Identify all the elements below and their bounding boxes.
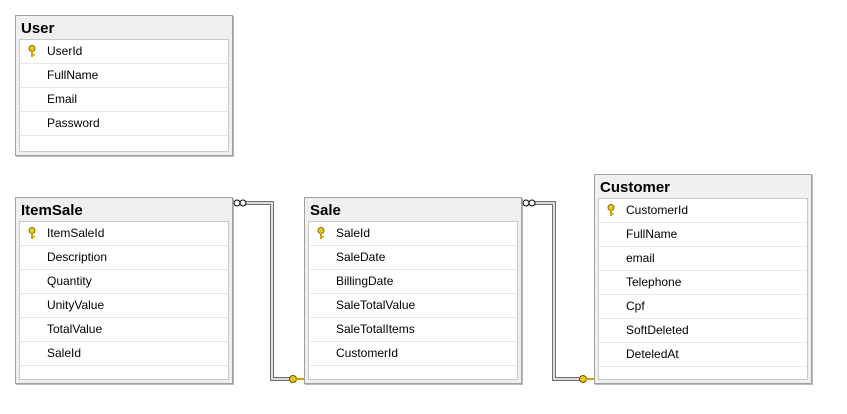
table-columns: UserId FullName Email Password	[19, 39, 229, 152]
table-customer[interactable]: Customer CustomerId FullName email Telep…	[594, 174, 812, 384]
column-row[interactable]: SaleDate	[309, 246, 517, 270]
column-name: Cpf	[626, 299, 645, 313]
relationship-itemsale-sale[interactable]	[233, 199, 304, 383]
column-name: UserId	[47, 44, 83, 58]
column-row[interactable]: SaleTotalValue	[309, 294, 517, 318]
column-name: BillingDate	[336, 274, 394, 288]
column-name: ItemSaleId	[47, 226, 105, 240]
column-row[interactable]: BillingDate	[309, 270, 517, 294]
column-name: email	[626, 251, 655, 265]
column-row[interactable]: ItemSaleId	[20, 222, 228, 246]
column-name: Description	[47, 250, 108, 264]
key-icon	[317, 227, 325, 239]
column-name: Email	[47, 92, 78, 106]
column-name: Telephone	[626, 275, 682, 289]
column-name: FullName	[626, 227, 678, 241]
column-row[interactable]: Password	[20, 112, 228, 136]
key-icon	[28, 227, 36, 239]
column-row[interactable]: FullName	[20, 64, 228, 88]
column-name: CustomerId	[626, 203, 689, 217]
table-user[interactable]: User UserId FullName Email Password	[15, 15, 233, 156]
table-columns: ItemSaleId Description Quantity UnityVal…	[19, 221, 229, 380]
key-icon	[579, 375, 594, 383]
column-row[interactable]: Cpf	[599, 295, 807, 319]
column-name: SaleDate	[336, 250, 386, 264]
column-name: FullName	[47, 68, 99, 82]
infinity-icon	[233, 199, 247, 207]
column-name: SaleTotalValue	[336, 298, 416, 312]
table-sale[interactable]: Sale SaleId SaleDate BillingDate SaleTot…	[304, 197, 522, 384]
column-row[interactable]: TotalValue	[20, 318, 228, 342]
column-row[interactable]: SoftDeleted	[599, 319, 807, 343]
table-columns: SaleId SaleDate BillingDate SaleTotalVal…	[308, 221, 518, 380]
column-row[interactable]: SaleId	[309, 222, 517, 246]
column-name: TotalValue	[47, 322, 103, 336]
column-row[interactable]: FullName	[599, 223, 807, 247]
key-icon	[607, 204, 615, 216]
column-row[interactable]: Quantity	[20, 270, 228, 294]
column-name: SaleId	[336, 226, 371, 240]
table-title: Customer	[600, 179, 671, 196]
column-row[interactable]: Email	[20, 88, 228, 112]
column-row[interactable]: SaleTotalItems	[309, 318, 517, 342]
column-row[interactable]: email	[599, 247, 807, 271]
column-name: DeteledAt	[626, 347, 679, 361]
column-row[interactable]: DeteledAt	[599, 343, 807, 367]
column-name: Quantity	[47, 274, 92, 288]
key-icon	[28, 45, 36, 57]
table-title: Sale	[310, 202, 341, 219]
column-name: SaleTotalItems	[336, 322, 415, 336]
column-row[interactable]: Description	[20, 246, 228, 270]
column-name: SoftDeleted	[626, 323, 689, 337]
table-columns: CustomerId FullName email Telephone Cpf …	[598, 198, 808, 380]
table-title: ItemSale	[21, 202, 83, 219]
column-row[interactable]: Telephone	[599, 271, 807, 295]
column-name: Password	[47, 116, 100, 130]
column-row[interactable]: UnityValue	[20, 294, 228, 318]
infinity-icon	[522, 199, 536, 207]
column-row[interactable]: CustomerId	[599, 199, 807, 223]
column-row[interactable]: SaleId	[20, 342, 228, 366]
key-icon	[289, 375, 304, 383]
column-name: UnityValue	[47, 298, 105, 312]
relationship-sale-customer[interactable]	[522, 199, 594, 383]
column-row[interactable]: CustomerId	[309, 342, 517, 366]
column-name: SaleId	[47, 346, 82, 360]
table-title: User	[21, 20, 55, 37]
table-itemsale[interactable]: ItemSale ItemSaleId Description Quantity…	[15, 197, 233, 384]
column-name: CustomerId	[336, 346, 399, 360]
column-row[interactable]: UserId	[20, 40, 228, 64]
